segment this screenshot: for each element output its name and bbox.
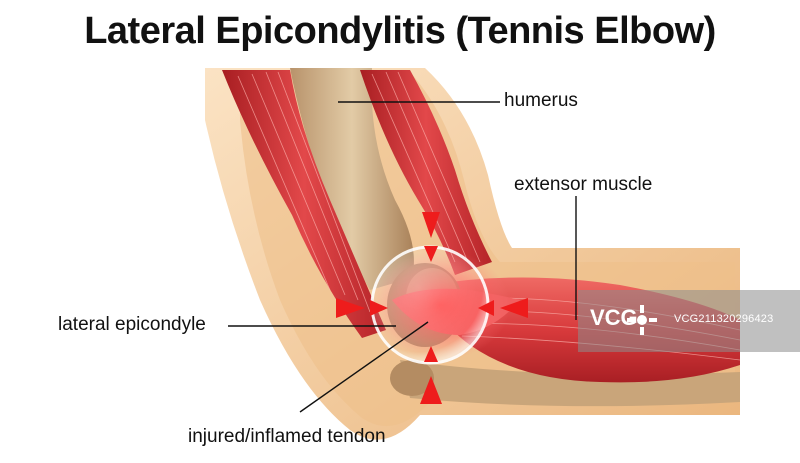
forearm-bone xyxy=(400,360,740,407)
arrow-right-inner xyxy=(478,300,494,316)
label-injured-tendon: injured/inflamed tendon xyxy=(188,426,386,447)
biceps-muscle xyxy=(222,70,386,338)
watermark-logo: VCG xyxy=(590,305,638,330)
arrow-left xyxy=(336,298,365,318)
arrow-right xyxy=(500,298,528,318)
arrow-bottom xyxy=(420,376,442,404)
ulna-head xyxy=(390,360,434,396)
diagram-title: Lateral Epicondylitis (Tennis Elbow) xyxy=(84,10,716,52)
watermark-mark-icon xyxy=(627,305,657,335)
arrow-bottom-inner xyxy=(424,346,438,362)
watermark: VCG VCG211320296423 xyxy=(578,290,800,352)
arrow-top-inner xyxy=(424,246,438,262)
label-extensor-muscle: extensor muscle xyxy=(514,174,653,195)
humerus-bone xyxy=(290,68,414,290)
label-lateral-epicondyle: lateral epicondyle xyxy=(58,314,206,335)
arrow-left-inner xyxy=(370,300,388,316)
inflammation-arrows xyxy=(336,212,528,404)
highlight-circle xyxy=(370,245,490,365)
watermark-id: VCG211320296423 xyxy=(674,313,774,325)
leader-tendon xyxy=(299,321,429,413)
arrow-top xyxy=(422,212,440,238)
label-humerus: humerus xyxy=(504,90,578,111)
